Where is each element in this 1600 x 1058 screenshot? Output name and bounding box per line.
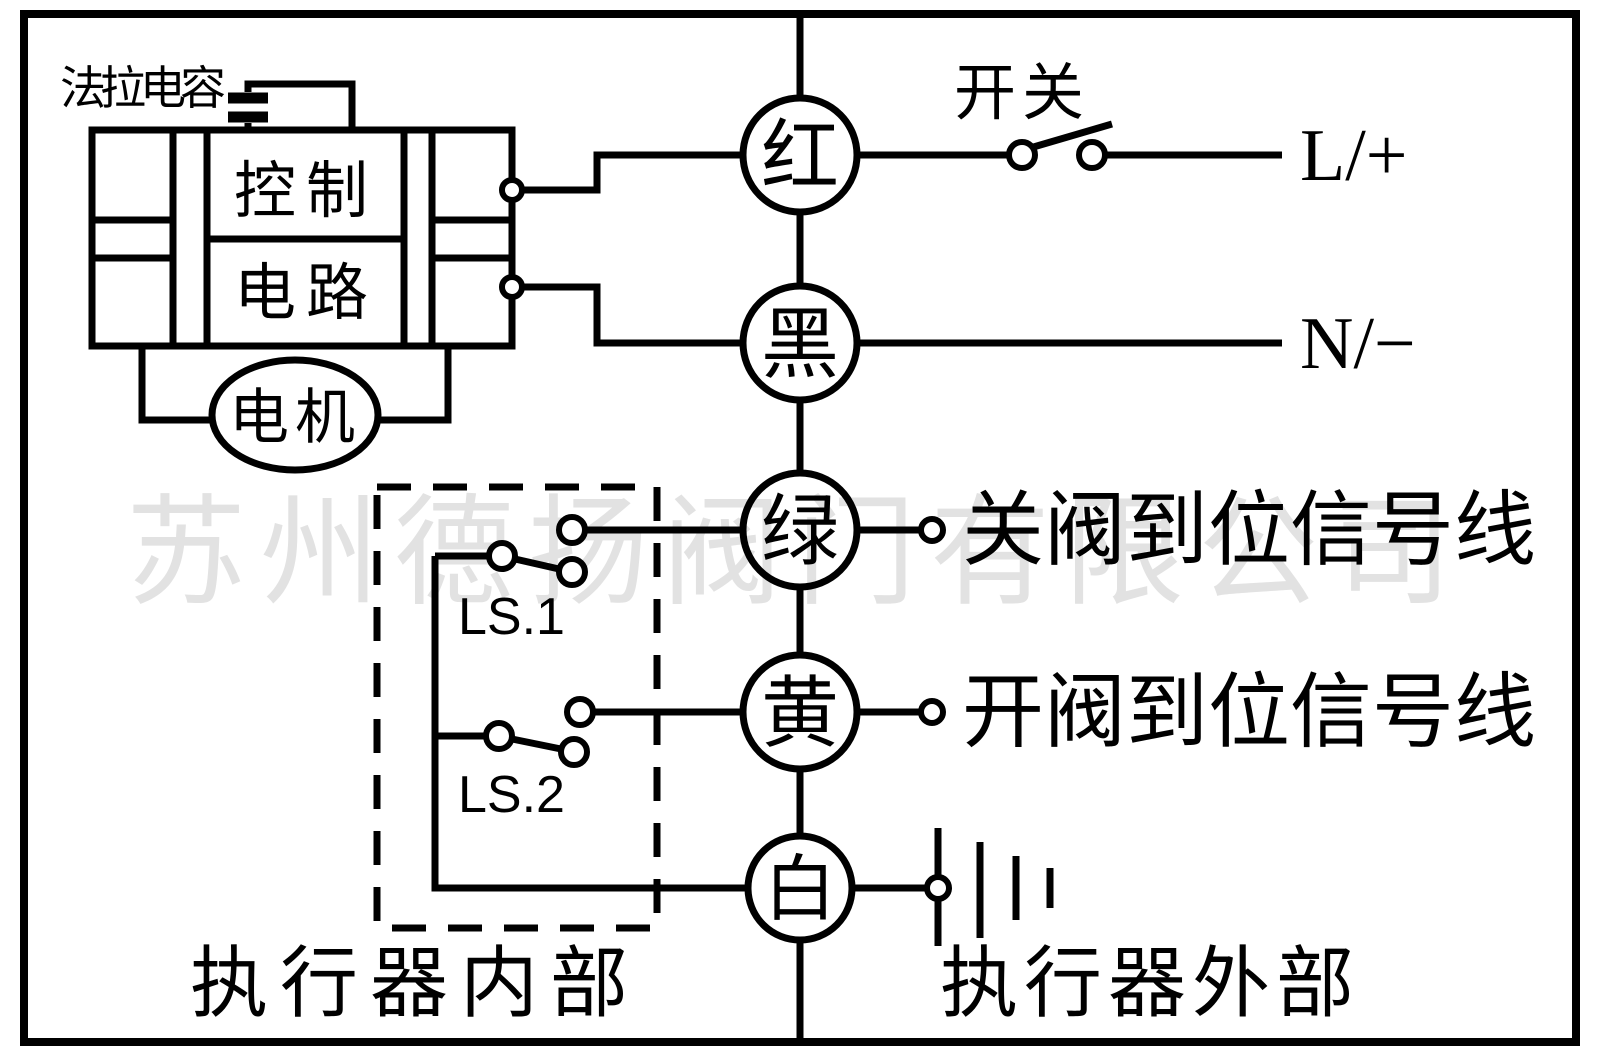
limit-switch-2-symbol: [435, 696, 743, 768]
wire-label-yellow: 黄: [761, 669, 839, 759]
wire-control-to-red: [522, 151, 743, 194]
wire-node-white: 白: [744, 832, 856, 944]
ground-symbol: [852, 828, 1054, 946]
watermark-text: 苏州德扬阀门有限公司: [126, 484, 1466, 623]
wire-control-to-black: [522, 283, 743, 347]
limit-switch-2-label: LS.2: [458, 766, 565, 824]
control-box-label-line2: 电路: [234, 256, 378, 329]
wire-label-white: 白: [764, 847, 836, 931]
open-signal-label: 开阀到位信号线: [962, 665, 1536, 760]
zone-internal-label: 执行器内部: [190, 939, 640, 1029]
limit-switch-box: [373, 483, 661, 932]
farad-capacitor-label: 法拉电容: [60, 61, 225, 115]
limit-switch-1-label: LS.1: [458, 588, 565, 646]
control-box-terminal-bottom: [499, 274, 525, 300]
motor-label: 电机: [229, 383, 361, 453]
limit-switch-1-symbol: [435, 514, 743, 588]
live-line-label: L/+: [1300, 115, 1408, 197]
control-box-label-line1: 控制: [234, 154, 378, 227]
wire-label-black: 黑: [761, 300, 839, 390]
wire-label-red: 红: [761, 112, 839, 202]
close-signal-terminal: [857, 516, 946, 544]
open-signal-terminal: [857, 698, 946, 726]
farad-capacitor-symbol: [228, 80, 356, 131]
motor-symbol: 电机: [138, 346, 452, 474]
power-switch-label: 开关: [954, 56, 1090, 129]
control-box-terminal-top: [499, 177, 525, 203]
zone-external-label: 执行器外部: [940, 939, 1360, 1029]
wire-label-green: 绿: [761, 487, 839, 577]
wire-node-yellow: 黄: [739, 651, 861, 773]
power-switch-symbol: [857, 120, 1282, 171]
control-circuit-box: 控制 电路: [88, 126, 525, 350]
limit-switch-bus: [431, 556, 748, 892]
wire-node-red: 红: [739, 94, 861, 216]
neutral-line-label: N/−: [1300, 303, 1416, 385]
close-signal-label: 关阀到位信号线: [962, 483, 1536, 578]
wire-node-black: 黑: [739, 282, 861, 404]
